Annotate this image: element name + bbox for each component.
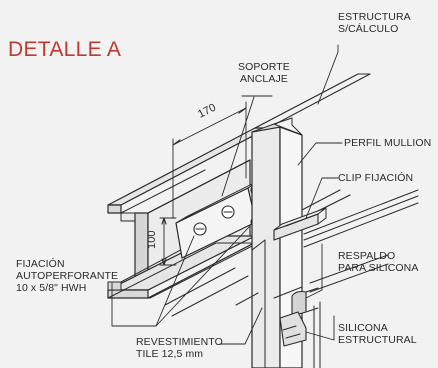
dimension-100: 100: [146, 230, 158, 249]
label-respaldo-line2: PARA SILICONA: [338, 262, 419, 274]
label-estructura-line1: ESTRUCTURA: [338, 11, 411, 23]
label-silicona-line2: ESTRUCTURAL: [338, 334, 417, 346]
dimension-lines: [159, 101, 247, 266]
label-respaldo-silicona: RESPALDO PARA SILICONA: [338, 250, 418, 274]
label-silicona-estructural: SILICONA ESTRUCTURAL: [338, 322, 417, 346]
label-fijacion-line1: FIJACIÓN: [16, 258, 65, 270]
label-fijacion-autoperforante: FIJACIÓN AUTOPERFORANTE 10 x 5/8" HWH: [16, 258, 118, 294]
label-soporte-line2: ANCLAJE: [239, 73, 288, 85]
label-respaldo-line1: RESPALDO: [338, 250, 396, 262]
fixing-clip: [273, 207, 327, 241]
leader-lines: [111, 44, 343, 345]
c-channel-structure: [107, 73, 371, 299]
label-clip-fijacion: CLIP FIJACIÓN: [338, 172, 414, 184]
label-estructura-line2: S/CÁLCULO: [338, 23, 399, 35]
label-fijacion-line2: AUTOPERFORANTE: [16, 270, 119, 282]
label-estructura: ESTRUCTURA S/CÁLCULO: [338, 11, 411, 35]
detail-title: DETALLE A: [8, 38, 122, 61]
panel-lines: [164, 189, 419, 317]
label-revestimiento-line2: TILE 12,5 mm: [136, 348, 204, 360]
silicone-joint: [279, 287, 321, 368]
label-fijacion-line3: 10 x 5/8" HWH: [16, 282, 87, 294]
label-soporte-anclaje: SOPORTE ANCLAJE: [238, 61, 290, 85]
label-revestimiento-line1: REVESTIMIENTO: [136, 336, 223, 348]
label-silicona-line1: SILICONA: [338, 322, 388, 334]
label-revestimiento: REVESTIMIENTO TILE 12,5 mm: [136, 336, 223, 360]
label-perfil-mullion: PERFIL MULLION: [344, 137, 432, 149]
label-soporte-line1: SOPORTE: [238, 61, 290, 73]
